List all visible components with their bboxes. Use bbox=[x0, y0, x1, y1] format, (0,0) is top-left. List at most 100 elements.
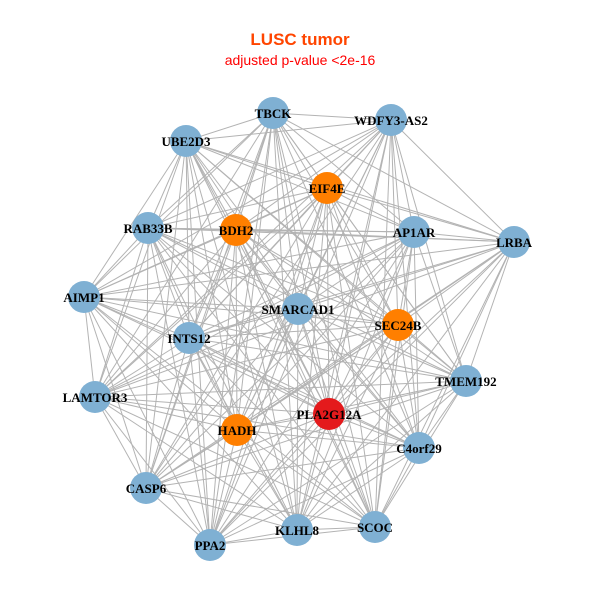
edge bbox=[328, 413, 376, 528]
edge bbox=[185, 119, 392, 142]
node-label: TBCK bbox=[255, 106, 293, 121]
edge bbox=[209, 231, 415, 546]
edge bbox=[145, 429, 238, 489]
edge bbox=[390, 119, 467, 382]
edge bbox=[297, 231, 415, 310]
edge bbox=[147, 112, 274, 229]
node-klhl8[interactable] bbox=[281, 514, 313, 546]
edge bbox=[296, 187, 328, 531]
node-label: UBE2D3 bbox=[161, 134, 211, 149]
edge bbox=[147, 227, 330, 415]
node-label: PLA2G12A bbox=[297, 407, 363, 422]
edge bbox=[83, 296, 298, 531]
node-label: SMARCAD1 bbox=[262, 302, 335, 317]
node-label: WDFY3-AS2 bbox=[354, 113, 428, 128]
edge bbox=[413, 231, 515, 243]
edge bbox=[83, 296, 190, 339]
edge bbox=[235, 229, 238, 431]
node-lrba[interactable] bbox=[498, 226, 530, 258]
edge bbox=[147, 227, 211, 546]
edge bbox=[328, 324, 399, 415]
edge bbox=[235, 229, 376, 528]
edge bbox=[145, 140, 187, 489]
edge bbox=[465, 241, 515, 382]
chart-subtitle: adjusted p-value <2e-16 bbox=[224, 52, 376, 68]
edge bbox=[94, 324, 399, 398]
edge bbox=[296, 324, 399, 531]
node-wdfy3-as2[interactable] bbox=[375, 104, 407, 136]
edge bbox=[145, 380, 467, 489]
node-label: BDH2 bbox=[219, 223, 254, 238]
edge bbox=[83, 229, 237, 298]
edge bbox=[94, 396, 376, 528]
edge bbox=[235, 229, 299, 310]
edge bbox=[326, 187, 376, 528]
edge bbox=[326, 187, 515, 243]
edge bbox=[188, 229, 237, 339]
node-aimp1[interactable] bbox=[68, 281, 100, 313]
node-label: KLHL8 bbox=[275, 523, 320, 538]
node-ppa2[interactable] bbox=[194, 529, 226, 561]
edge bbox=[188, 231, 415, 339]
node-ap1ar[interactable] bbox=[398, 216, 430, 248]
edge bbox=[326, 187, 467, 382]
edge bbox=[235, 229, 415, 233]
node-label: SCOC bbox=[357, 520, 393, 535]
edge bbox=[188, 308, 299, 339]
edge bbox=[188, 337, 330, 415]
edge bbox=[209, 241, 515, 546]
edge bbox=[297, 308, 420, 449]
edge bbox=[83, 296, 399, 326]
node-rab33b[interactable] bbox=[132, 212, 164, 244]
node-eif4e[interactable] bbox=[311, 172, 343, 204]
edge bbox=[145, 413, 330, 489]
edge bbox=[235, 119, 392, 231]
edge bbox=[185, 140, 190, 339]
node-c4orf29[interactable] bbox=[403, 432, 435, 464]
node-label: LRBA bbox=[496, 235, 533, 250]
node-ints12[interactable] bbox=[173, 322, 205, 354]
edge bbox=[83, 296, 96, 398]
edge bbox=[94, 140, 187, 398]
edge bbox=[374, 241, 515, 528]
edge bbox=[94, 229, 237, 398]
node-tbck[interactable] bbox=[257, 97, 289, 129]
chart-title: LUSC tumor bbox=[250, 30, 350, 49]
node-label: INTS12 bbox=[167, 331, 210, 346]
edge bbox=[145, 241, 515, 489]
edge bbox=[83, 296, 420, 449]
node-label: SEC24B bbox=[375, 318, 422, 333]
node-scoc[interactable] bbox=[359, 511, 391, 543]
node-label: RAB33B bbox=[123, 221, 172, 236]
edge bbox=[147, 227, 190, 339]
edge bbox=[397, 324, 420, 449]
edge bbox=[272, 112, 298, 531]
edge bbox=[145, 487, 298, 531]
node-ube2d3[interactable] bbox=[170, 125, 202, 157]
edge bbox=[236, 380, 467, 431]
node-smarcad1[interactable] bbox=[282, 293, 314, 325]
edge bbox=[94, 396, 147, 489]
edge bbox=[272, 112, 515, 243]
edge bbox=[209, 229, 237, 546]
edge bbox=[236, 429, 298, 531]
edge bbox=[328, 119, 392, 415]
edge bbox=[188, 324, 399, 339]
node-pla2g12a[interactable] bbox=[313, 398, 345, 430]
edge bbox=[145, 337, 190, 489]
node-label: EIF4E bbox=[309, 181, 346, 196]
node-bdh2[interactable] bbox=[220, 214, 252, 246]
edge bbox=[390, 119, 415, 233]
edge bbox=[83, 296, 376, 528]
node-hadh[interactable] bbox=[221, 414, 253, 446]
node-tmem192[interactable] bbox=[450, 365, 482, 397]
edge bbox=[418, 241, 515, 449]
node-casp6[interactable] bbox=[130, 472, 162, 504]
node-sec24b[interactable] bbox=[382, 309, 414, 341]
edge bbox=[83, 296, 467, 382]
edge bbox=[94, 380, 467, 398]
edge bbox=[188, 337, 467, 382]
edge bbox=[296, 380, 467, 531]
edge bbox=[328, 413, 420, 449]
node-lamtor3[interactable] bbox=[79, 381, 111, 413]
